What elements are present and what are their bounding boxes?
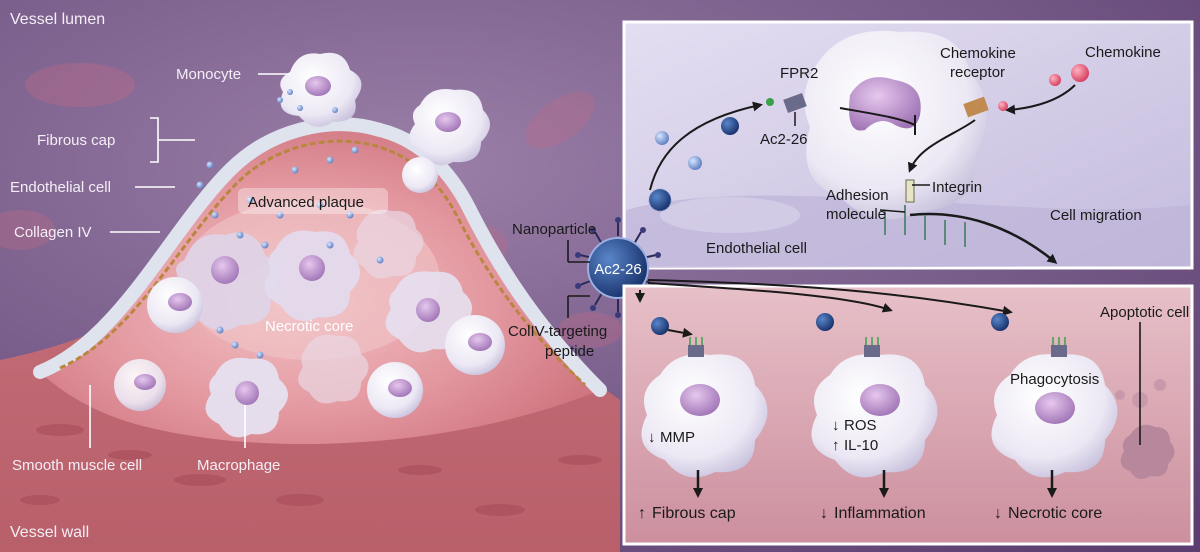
up-arrow-icon: ↑ xyxy=(832,437,840,454)
label-advanced-plaque: Advanced plaque xyxy=(248,194,364,211)
label-chemokine-receptor-1: Chemokine xyxy=(940,45,1016,62)
label-cell-migration: Cell migration xyxy=(1050,207,1142,224)
chemokine-bound xyxy=(998,101,1008,111)
nanoparticle-callouts xyxy=(567,240,590,318)
label-adhesion-2: molecule xyxy=(826,206,886,223)
foam-cell xyxy=(445,315,505,375)
label-collagen-iv: Collagen IV xyxy=(14,224,92,241)
nanoparticle-core-label: Ac2-26 xyxy=(594,261,642,278)
down-arrow-icon: ↓ xyxy=(994,505,1002,522)
macrophage-mid xyxy=(811,313,938,478)
arrow-to-integrin xyxy=(907,119,976,173)
endothelial-layer xyxy=(33,117,607,397)
foam-cell xyxy=(367,362,423,418)
down-arrow-icon: ↓ xyxy=(648,429,656,446)
arrow-np-to-fpr2 xyxy=(649,101,763,191)
up-arrow-icon: ↑ xyxy=(638,505,646,522)
label-vessel-lumen: Vessel lumen xyxy=(10,11,105,28)
foam-cell xyxy=(147,277,203,333)
label-macrophage: Macrophage xyxy=(197,457,280,474)
label-colliv-peptide-1: ColIV-targeting xyxy=(508,323,607,340)
label-integrin: Integrin xyxy=(932,179,982,196)
callout-lines xyxy=(89,73,290,448)
label-out-necrotic-core: Necrotic core xyxy=(1008,505,1102,522)
label-monocyte: Monocyte xyxy=(176,66,241,83)
necrotic-core xyxy=(114,146,505,438)
label-chemokine: Chemokine xyxy=(1085,44,1161,61)
macrophage-cell xyxy=(264,230,360,321)
arrow-np-right xyxy=(647,279,1013,316)
macrophage-right xyxy=(991,313,1118,478)
chemokine-receptor xyxy=(963,96,989,118)
smooth-muscle-texture xyxy=(20,424,602,516)
monocyte-cell xyxy=(402,157,438,193)
arrow-np-mid xyxy=(647,282,893,313)
label-out-inflammation: Inflammation xyxy=(834,505,926,522)
macrophage-left xyxy=(641,317,768,478)
label-mmp: MMP xyxy=(660,429,695,446)
label-adhesion-1: Adhesion xyxy=(826,187,889,204)
label-endothelial-cell: Endothelial cell xyxy=(10,179,111,196)
panel-recruitment: FPR2 Ac2-26 Chemokine receptor Chemokine… xyxy=(622,20,1194,270)
label-apoptotic-cell: Apoptotic cell xyxy=(1100,304,1189,321)
label-colliv-peptide-2: peptide xyxy=(545,343,594,360)
chemokine-icon xyxy=(1049,74,1061,86)
apoptotic-cell xyxy=(1115,379,1175,480)
monocyte-cell xyxy=(409,89,491,166)
arrow-chemokine xyxy=(1005,84,1076,115)
macrophage-cell xyxy=(353,209,424,279)
down-arrow-icon: ↓ xyxy=(832,417,840,434)
leukocyte xyxy=(804,30,987,220)
advanced-plaque-label-bg xyxy=(238,188,388,214)
macrophage-cell xyxy=(205,357,288,438)
label-ros: ROS xyxy=(844,417,877,434)
monocyte-cell xyxy=(277,52,362,127)
label-ac226: Ac2-26 xyxy=(760,131,808,148)
label-fibrous-cap: Fibrous cap xyxy=(37,132,115,149)
label-endothelial-cell-top: Endothelial cell xyxy=(706,240,807,257)
label-il10: IL-10 xyxy=(844,437,878,454)
nanoparticle-small xyxy=(648,117,739,212)
ac226-nanoparticle: Ac2-26 xyxy=(575,217,661,318)
collagen-iv-layer xyxy=(59,139,587,387)
label-necrotic-core: Necrotic core xyxy=(265,318,353,335)
label-fpr2: FPR2 xyxy=(780,65,818,82)
macrophage-cell xyxy=(298,334,369,404)
label-out-fibrous-cap: Fibrous cap xyxy=(652,505,736,522)
inhibit-line xyxy=(839,107,916,126)
fpr2-receptor xyxy=(766,93,807,113)
label-nanoparticle: Nanoparticle xyxy=(512,221,596,238)
arrow-cell-migration xyxy=(909,212,1058,264)
chemokine-icon xyxy=(1071,64,1089,82)
label-chemokine-receptor-2: receptor xyxy=(950,64,1005,81)
adhesion-molecules xyxy=(884,205,966,247)
label-vessel-wall: Vessel wall xyxy=(10,524,89,541)
panel-resolution: Apoptotic cell Phagocytosis ↓ MMP ↓ ROS … xyxy=(622,279,1194,546)
label-smooth-muscle-cell: Smooth muscle cell xyxy=(12,457,142,474)
label-phagocytosis: Phagocytosis xyxy=(1010,371,1099,388)
foam-cell xyxy=(114,359,166,411)
down-arrow-icon: ↓ xyxy=(820,505,828,522)
integrin-receptor xyxy=(905,179,915,203)
